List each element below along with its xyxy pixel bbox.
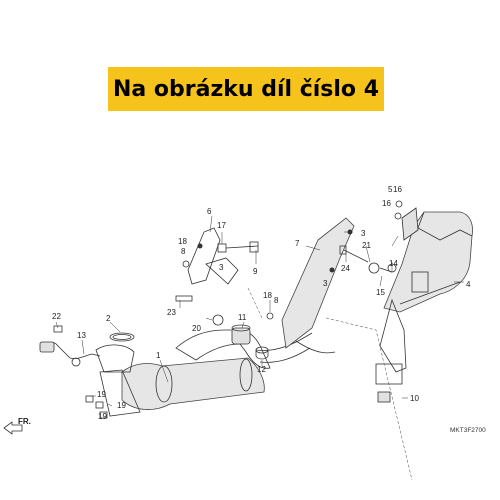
front-direction-indicator: FR. [3, 417, 31, 435]
nut-19c[interactable] [99, 411, 108, 419]
callout-11: 11 [238, 313, 247, 322]
bolt-24[interactable] [339, 245, 369, 263]
collar[interactable] [255, 346, 269, 360]
clip-3b[interactable] [329, 267, 335, 273]
callout-21: 21 [362, 241, 371, 250]
reference-lines [247, 287, 413, 481]
pipe-bend-inner [259, 347, 311, 363]
callout-12: 12 [257, 365, 266, 374]
callout-8a: 8 [181, 247, 186, 256]
callout-16b: 16 [382, 199, 391, 208]
callout-18a: 18 [178, 237, 187, 246]
nut-22[interactable] [53, 325, 63, 333]
callout-labels: 1 2 3 3 3 4 5 6 7 8 8 9 10 11 12 13 14 1… [52, 185, 471, 421]
callout-2: 2 [106, 314, 111, 323]
callout-7: 7 [295, 239, 300, 248]
callout-8b: 8 [274, 296, 279, 305]
clip-3a[interactable] [197, 243, 203, 249]
callout-10: 10 [410, 394, 419, 403]
nut-8b[interactable] [266, 312, 274, 320]
callout-13: 13 [77, 331, 86, 340]
callout-6: 6 [207, 207, 212, 216]
rubber-mount[interactable] [231, 324, 251, 345]
clamp-20[interactable] [212, 314, 224, 326]
callout-16a: 16 [393, 185, 402, 194]
muffler-tail [379, 298, 407, 373]
arrow-left-icon [3, 421, 23, 435]
callout-15: 15 [376, 288, 385, 297]
part-number-banner: Na obrázku díl číslo 4 [108, 67, 384, 111]
nut-19a[interactable] [85, 395, 94, 403]
nut-16a[interactable] [395, 200, 403, 208]
callout-9: 9 [253, 267, 258, 276]
catalyst-band-front [155, 365, 173, 403]
nut-19b[interactable] [95, 401, 104, 409]
nut-16b[interactable] [394, 212, 402, 220]
catalyst-band-rear [239, 358, 253, 392]
callout-1: 1 [156, 351, 161, 360]
pipe-bend-outer [255, 332, 313, 351]
callout-20: 20 [192, 324, 201, 333]
callout-4: 4 [466, 280, 471, 289]
muffler-seam [399, 281, 461, 305]
callout-22: 22 [52, 312, 61, 321]
bolt-9[interactable] [217, 241, 259, 253]
leader-lines [55, 215, 464, 407]
catalyst-body [121, 357, 265, 410]
callout-23: 23 [167, 308, 176, 317]
header-inlet [95, 344, 135, 373]
callout-17: 17 [217, 221, 226, 230]
callout-3a: 3 [219, 263, 224, 272]
bolt-23[interactable] [175, 295, 193, 302]
muffler[interactable] [379, 211, 473, 373]
muffler-band [411, 271, 429, 293]
direction-label: FR. [18, 417, 31, 426]
exhaust-pipe-assembly[interactable] [95, 329, 336, 417]
callout-24: 24 [341, 264, 350, 273]
heat-protector[interactable] [281, 217, 355, 349]
pipe-connector-line [295, 340, 336, 354]
banner-text: Na obrázku díl číslo 4 [112, 76, 380, 102]
muffler-body [383, 211, 473, 313]
pipe-bend-upper [175, 329, 271, 369]
callout-14: 14 [389, 259, 398, 268]
mounting-bracket[interactable] [187, 227, 239, 285]
end-piece[interactable] [375, 363, 403, 403]
washer-15[interactable] [379, 267, 393, 273]
callout-19c: 19 [98, 412, 107, 421]
header-flange [99, 369, 141, 417]
callout-18b: 18 [263, 291, 272, 300]
gasket[interactable] [109, 332, 135, 342]
callout-5: 5 [388, 185, 393, 194]
oxygen-sensor[interactable] [39, 341, 101, 367]
washer-21[interactable] [368, 262, 380, 274]
nut-8a[interactable] [182, 260, 190, 268]
small-heat-shield[interactable] [401, 207, 419, 241]
callout-3b: 3 [323, 279, 328, 288]
callout-3c: 3 [361, 229, 366, 238]
diagram-code: MKT3F2700 [450, 427, 486, 434]
callout-19b: 19 [117, 401, 126, 410]
muffler-cap-line [417, 211, 473, 241]
callout-19a: 19 [97, 390, 106, 399]
